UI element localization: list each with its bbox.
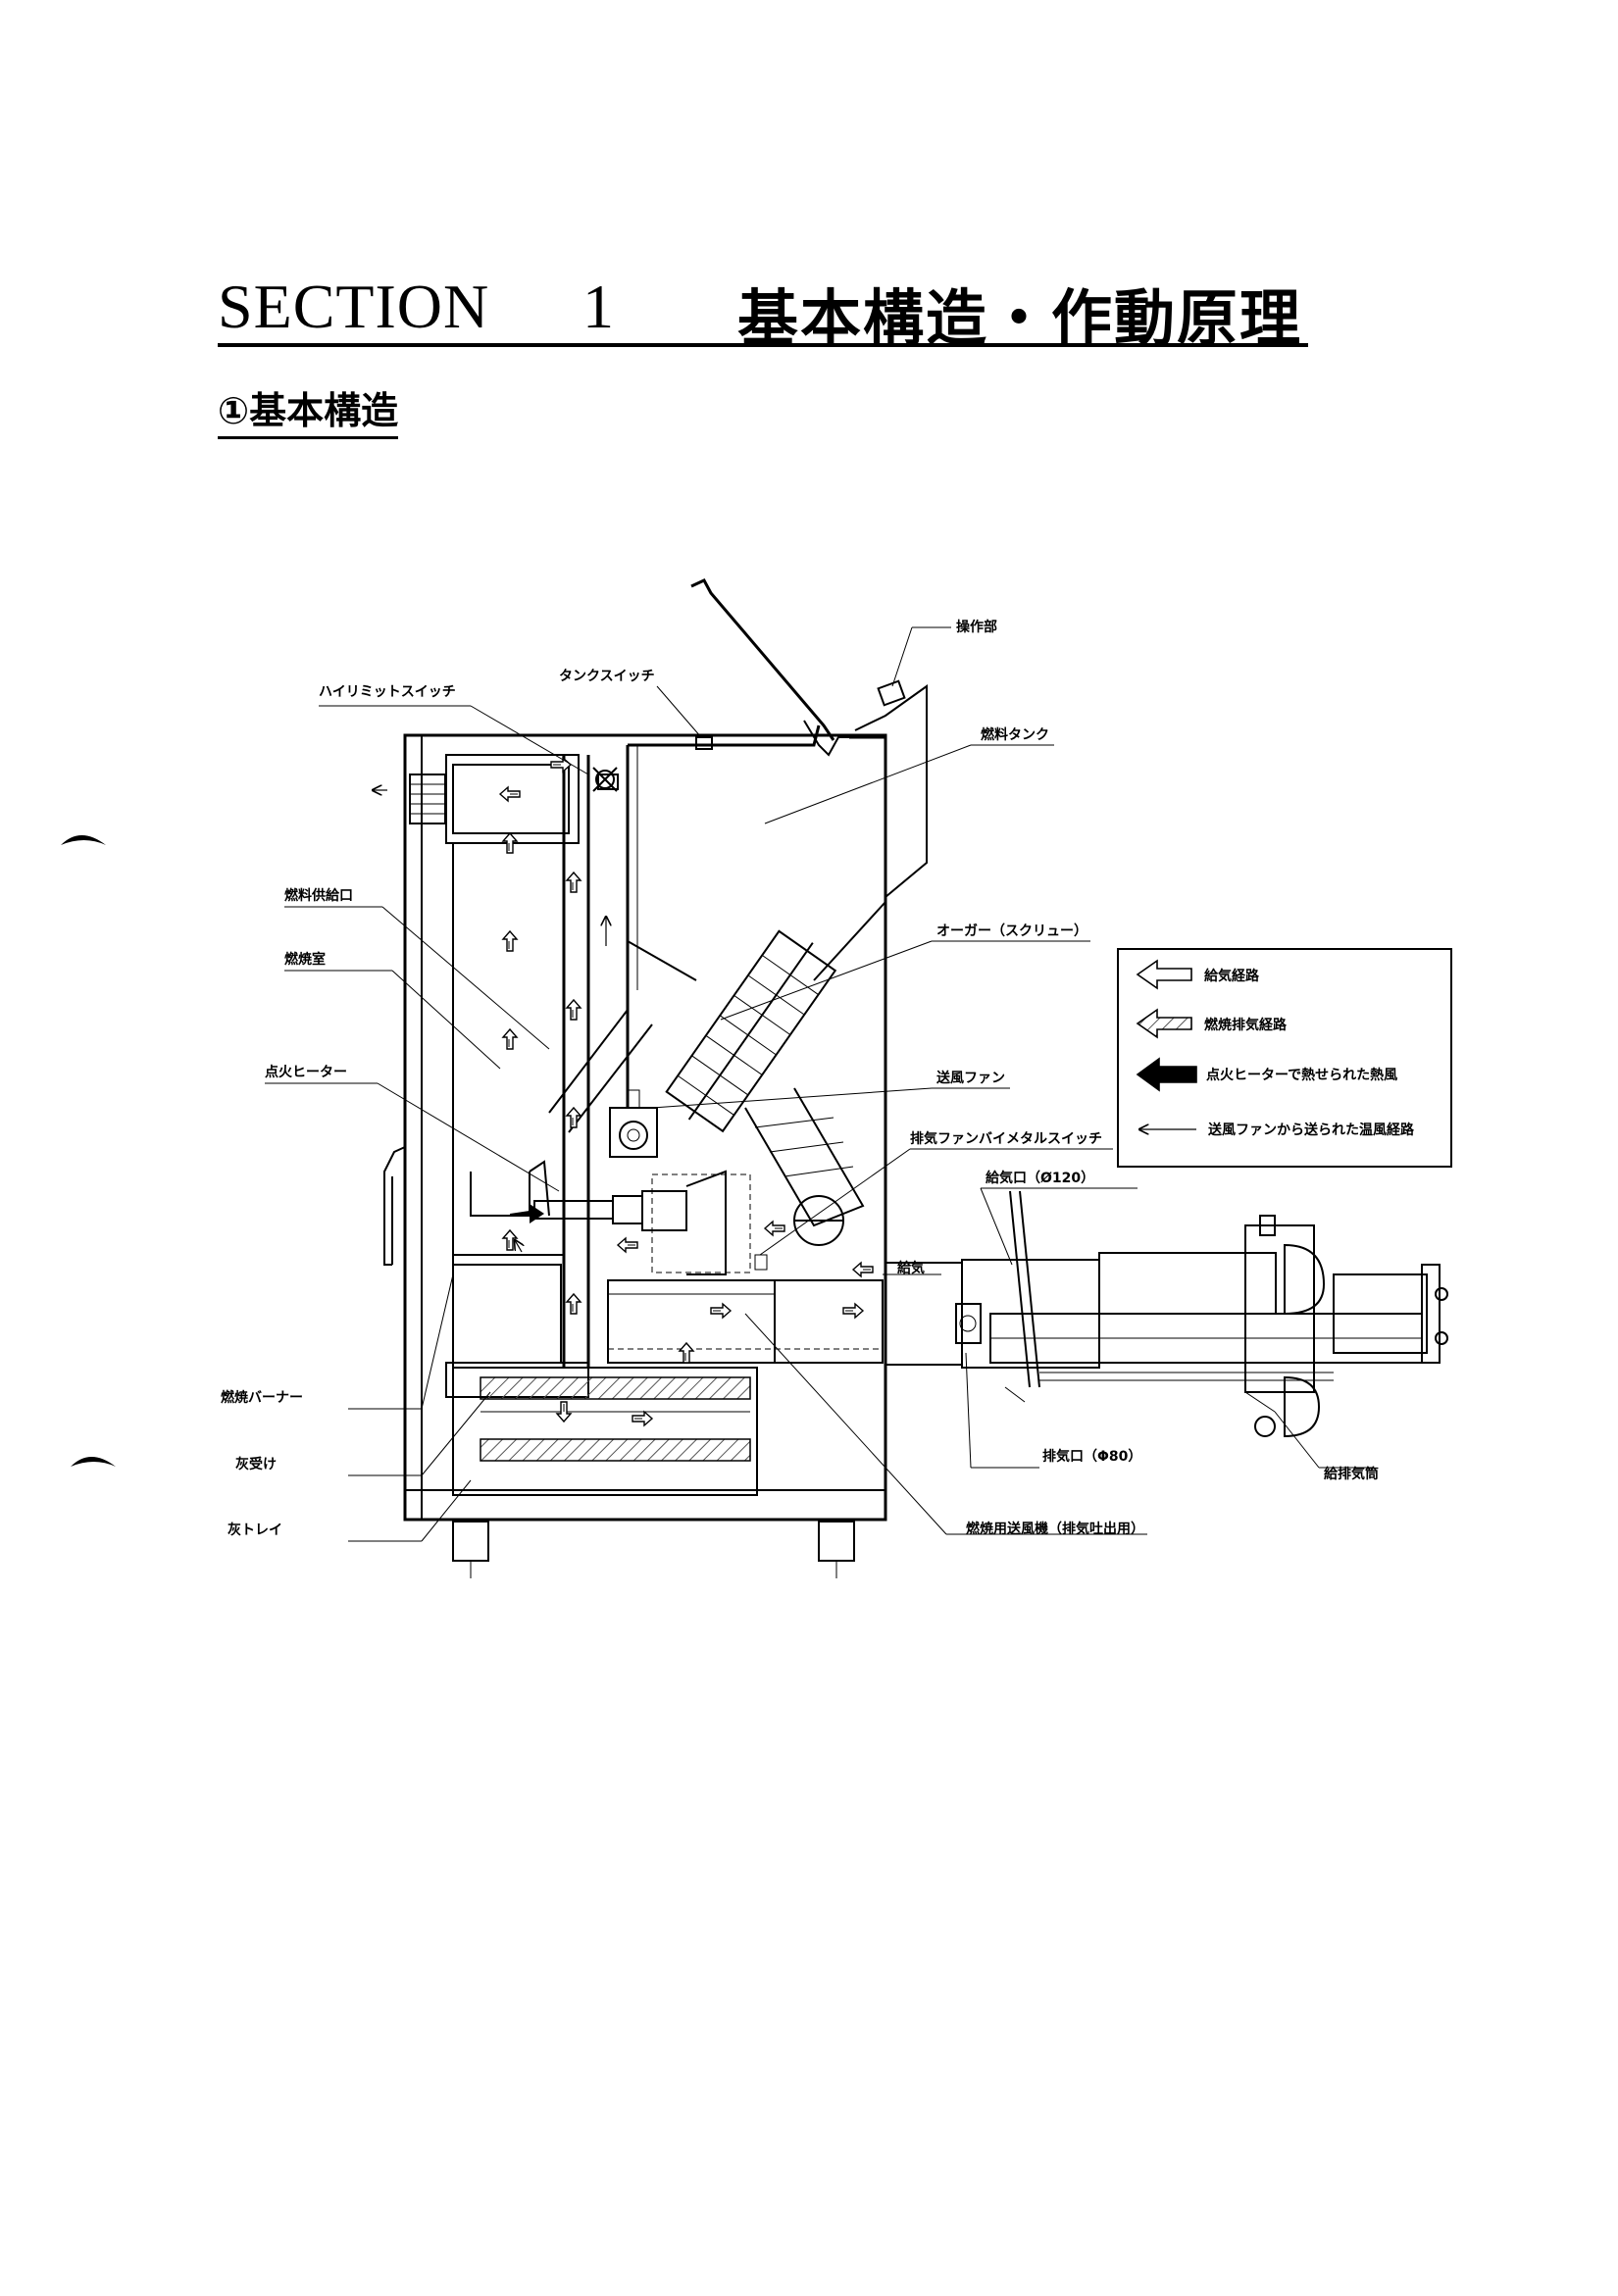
flow-arrow <box>502 1229 518 1251</box>
label-fuel-tank: 燃料タンク <box>981 726 1049 743</box>
fuel-tank <box>626 578 928 1108</box>
flow-arrow <box>502 930 518 952</box>
auger <box>665 929 837 1133</box>
label-fuel-supply-port: 燃料供給口 <box>284 887 353 904</box>
flow-arrow <box>679 1342 694 1364</box>
flow-arrow <box>502 1028 518 1050</box>
auger-tube <box>548 1009 865 1227</box>
label-ignition-heater: 点火ヒーター <box>265 1064 347 1080</box>
section-title: SECTION 1 基本構造・作動原理 <box>218 267 1308 354</box>
label-exhaust-port: 排気口（Φ80） <box>1042 1448 1141 1465</box>
section-title-en: SECTION <box>218 272 490 341</box>
legend-combustion-exhaust-path: 燃焼排気経路 <box>1204 1017 1288 1033</box>
legend: 給気経路 燃焼排気経路 点火ヒーターで熱せられた熱風 送風ファンから送られた温風… <box>1117 948 1452 1168</box>
section-title-jp: 基本構造・作動原理 <box>737 282 1303 354</box>
flow-arrows <box>373 757 874 1426</box>
leader-lines <box>265 626 1373 1542</box>
label-intake-short: 給気 <box>897 1260 925 1276</box>
combustion-chamber-structure <box>445 754 758 1496</box>
legend-box <box>1117 948 1452 1168</box>
blower-fan <box>609 1089 658 1158</box>
label-intake-exhaust-pipe: 給排気筒 <box>1324 1466 1379 1482</box>
label-tank-switch: タンクスイッチ <box>559 669 655 684</box>
intake-exhaust-pipe <box>885 1190 1448 1438</box>
label-exhaust-fan-bimetal-switch: 排気ファンバイメタルスイッチ <box>910 1130 1102 1147</box>
section-number: 1 <box>582 272 614 341</box>
legend-warm-air-path: 送風ファンから送られた温風経路 <box>1207 1122 1415 1138</box>
label-combustion-chamber: 燃焼室 <box>284 951 326 968</box>
flow-arrow <box>710 1303 732 1319</box>
diagram-labels: 操作部 タンクスイッチ ハイリミットスイッチ 燃料タンク 燃料供給口 オーガー（… <box>221 619 1379 1538</box>
flow-arrow <box>842 1303 864 1319</box>
legend-exhaust-icon <box>1136 1008 1192 1039</box>
flow-arrow <box>566 872 581 893</box>
label-combustion-blower: 燃焼用送風機（排気吐出用） <box>966 1521 1144 1537</box>
flow-arrow <box>566 999 581 1021</box>
flow-arrow <box>566 1293 581 1315</box>
label-intake-port: 給気口（Ø120） <box>986 1170 1094 1186</box>
label-ash-tray: 灰トレイ <box>228 1522 282 1538</box>
top-duct <box>592 767 619 792</box>
ignition-heater-assembly <box>533 1170 844 1275</box>
label-blower-fan: 送風ファン <box>935 1070 1005 1086</box>
label-operation-panel: 操作部 <box>956 619 997 635</box>
label-combustion-burner: 燃焼バーナー <box>221 1389 303 1406</box>
legend-heated-air-icon <box>1136 1057 1197 1092</box>
label-ash-receiver: 灰受け <box>235 1456 277 1472</box>
legend-intake-icon <box>1136 959 1192 990</box>
label-auger: オーガー（スクリュー） <box>936 923 1087 939</box>
combustion-blower <box>607 1273 941 1364</box>
flow-arrow <box>632 1411 653 1426</box>
label-high-limit-switch: ハイリミットスイッチ <box>319 684 456 700</box>
subsection-title: ①基本構造 <box>218 380 399 439</box>
flow-arrow <box>566 1107 581 1128</box>
scan-marks <box>61 835 116 1467</box>
legend-intake-path: 給気経路 <box>1204 968 1260 984</box>
legend-heated-air: 点火ヒーターで熱せられた熱風 <box>1206 1067 1397 1083</box>
